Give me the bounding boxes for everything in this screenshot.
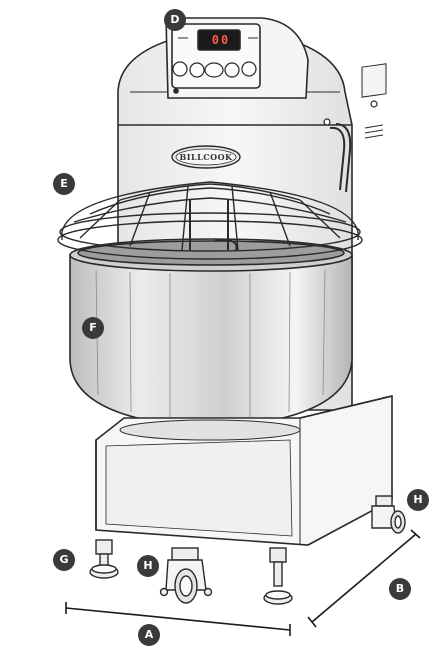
callout-g: G (53, 549, 75, 571)
mixing-bowl (69, 200, 353, 429)
callout-e: E (53, 173, 75, 195)
button-3[interactable] (204, 62, 224, 78)
rating-plate (361, 63, 387, 139)
brand-plate (171, 145, 241, 169)
adjustable-foot-left (89, 539, 119, 579)
brand-name: BILLCOOK (179, 152, 233, 162)
button-4[interactable] (224, 62, 240, 78)
callout-f: F (82, 317, 104, 339)
digital-display (197, 29, 241, 51)
button-2[interactable] (189, 62, 205, 78)
dimension-line-depth (307, 529, 421, 628)
control-head (165, 17, 309, 99)
callout-h-front: H (137, 555, 159, 577)
callout-h-right: H (407, 489, 429, 511)
castor-right (371, 495, 406, 534)
button-5[interactable] (241, 61, 257, 77)
base-cabinet (95, 394, 393, 546)
safety-guard (57, 181, 363, 260)
castor-front (159, 547, 213, 604)
callout-a: A (138, 624, 160, 646)
guard-hinge (323, 100, 378, 193)
control-buttons (172, 61, 257, 78)
adjustable-foot-right (263, 547, 293, 605)
display-readout: 00 (211, 33, 231, 47)
callout-b: B (389, 578, 411, 600)
callout-d: D (164, 9, 186, 31)
dimension-line-width (65, 602, 291, 636)
button-1[interactable] (172, 61, 188, 77)
